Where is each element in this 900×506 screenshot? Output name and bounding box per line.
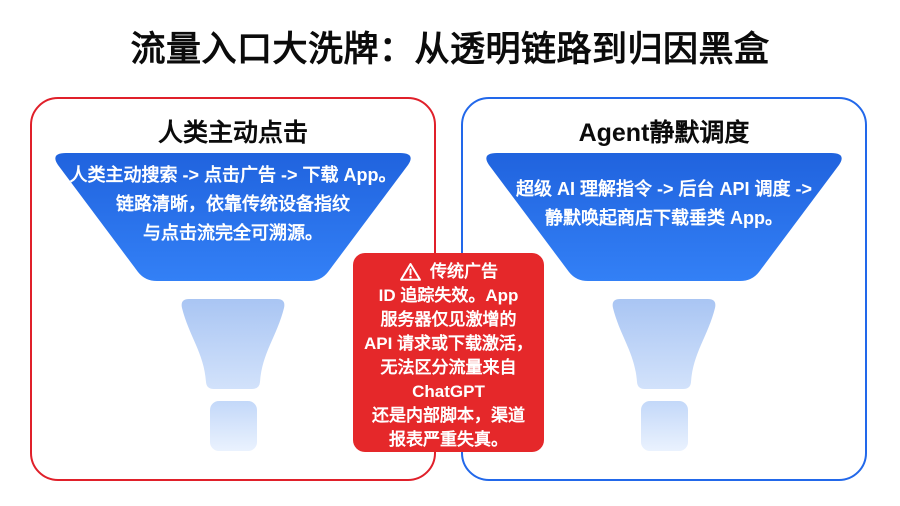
warning-triangle-icon bbox=[400, 263, 421, 281]
warning-line: API 请求或下载激活， bbox=[363, 334, 534, 353]
funnel-agent-line: 静默唤起商店下载垂类 App。 bbox=[545, 208, 783, 228]
funnel-top-shape bbox=[55, 153, 411, 281]
panel-agent-dispatch-title: Agent静默调度 bbox=[578, 119, 750, 147]
warning-line: ChatGPT bbox=[412, 382, 485, 401]
funnel-human-graphic bbox=[55, 153, 411, 451]
funnel-human-description: 人类主动搜索 -> 点击广告 -> 下载 App。 链路清晰，依靠传统设备指纹 … bbox=[46, 161, 420, 247]
funnel-human-line: 人类主动搜索 -> 点击广告 -> 下载 App。 bbox=[69, 164, 397, 185]
page-title: 流量入口大洗牌：从透明链路到归因黑盒 bbox=[130, 30, 770, 69]
funnel-agent-graphic bbox=[486, 153, 842, 451]
funnel-neck-shape bbox=[181, 299, 285, 389]
funnel-human: 人类主动搜索 -> 点击广告 -> 下载 App。 链路清晰，依靠传统设备指纹 … bbox=[46, 151, 420, 453]
warning-line: 无法区分流量来自 bbox=[380, 358, 517, 377]
warning-line-text: 传统广告 bbox=[430, 262, 498, 281]
funnel-human-line: 与点击流完全可溯源。 bbox=[143, 222, 323, 243]
funnel-neck-shape bbox=[612, 299, 716, 389]
warning-line: 服务器仅见激增的 bbox=[380, 310, 517, 329]
funnel-human-line: 链路清晰，依靠传统设备指纹 bbox=[116, 193, 350, 214]
warning-callout: 传统广告 ID 追踪失效。App 服务器仅见激增的 API 请求或下载激活， 无… bbox=[353, 253, 544, 452]
warning-line: 传统广告 bbox=[353, 260, 544, 284]
funnel-top-shape bbox=[486, 153, 842, 281]
funnel-agent: 超级 AI 理解指令 -> 后台 API 调度 -> 静默唤起商店下载垂类 Ap… bbox=[477, 151, 851, 453]
funnel-agent-description: 超级 AI 理解指令 -> 后台 API 调度 -> 静默唤起商店下载垂类 Ap… bbox=[477, 161, 851, 247]
warning-line: ID 追踪失效。App bbox=[378, 286, 519, 305]
warning-line: 报表严重失真。 bbox=[389, 430, 508, 449]
panel-human-clicks-title: 人类主动点击 bbox=[157, 119, 308, 147]
warning-line: 还是内部脚本，渠道 bbox=[372, 406, 525, 425]
funnel-agent-line: 超级 AI 理解指令 -> 后台 API 调度 -> bbox=[515, 179, 813, 199]
funnel-spout-shape bbox=[641, 401, 688, 451]
funnel-spout-shape bbox=[210, 401, 257, 451]
